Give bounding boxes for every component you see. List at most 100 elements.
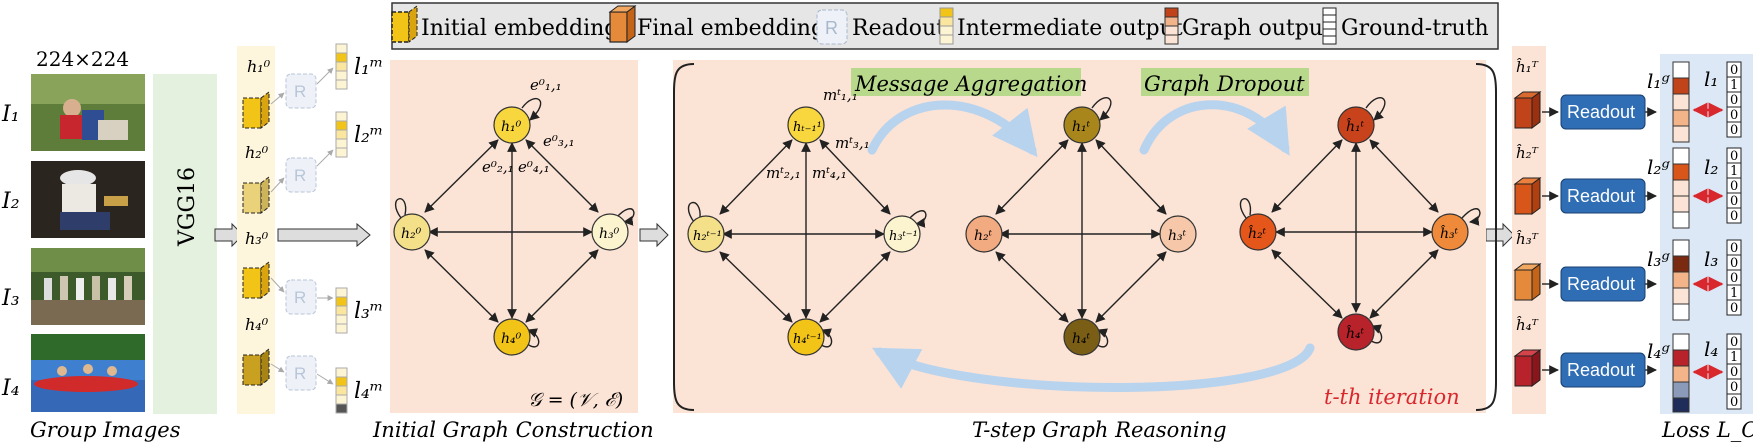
graph-output-bar-2 (1672, 147, 1690, 229)
final-label-2: ĥ₂ᵀ (1516, 144, 1539, 162)
group-images-caption: Group Images (30, 418, 181, 442)
readout-icon-2: R (270, 149, 334, 193)
ground-truth-value: 0 (1730, 380, 1738, 395)
ground-truth-value: 0 (1730, 194, 1738, 209)
image-label-4: I₄ (1, 376, 20, 401)
intermediate-output-label-1: l₁ᵐ (354, 55, 383, 80)
ground-truth-value: 0 (1730, 108, 1738, 123)
intermediate-output-icon (939, 7, 954, 45)
final-embedding-icon (608, 5, 637, 43)
graph2-node-label-4: h₄ᵗ (1072, 331, 1091, 347)
graph-dropout-label: Graph Dropout (1144, 72, 1305, 96)
initial-graph-edges (394, 97, 635, 348)
ground-truth-value: 0 (1730, 241, 1738, 256)
readout-icon-4: R (270, 355, 334, 391)
graph3-node-label-3: ĥ₃ᵗ (1440, 224, 1459, 242)
edge-label-e41: e⁰₄,₁ (518, 158, 550, 176)
initial-node-1 (493, 106, 531, 144)
ground-truth-value: 0 (1730, 123, 1738, 138)
readout-icon-1: R (270, 67, 334, 109)
graph2-node-label-3: h₃ᵗ (1168, 228, 1187, 244)
initial-graph-caption: Initial Graph Construction (372, 418, 654, 442)
readout-box-2 (1560, 178, 1646, 214)
graph3-node-label-1: ĥ₁ᵗ (1346, 117, 1365, 135)
graph-output-bar-1 (1672, 61, 1690, 143)
final-embedding-1 (1513, 91, 1542, 129)
ground-truth-value: 0 (1730, 335, 1738, 350)
initial-node-label-3: h₃⁰ (599, 226, 620, 242)
graph1-node-label-3: h₃ᵗ⁻¹ (889, 229, 918, 244)
graph1-node-3 (883, 215, 921, 253)
message-label-m21: mᵗ₂,₁ (766, 164, 801, 182)
intermediate-output-label-3: l₃ᵐ (354, 299, 383, 324)
group-image-4 (31, 334, 145, 412)
graph-output-bar-4 (1672, 333, 1690, 413)
graph2-node-label-2: h₂ᵗ (974, 228, 993, 244)
graph-t-edges (995, 97, 1167, 348)
ground-truth-value: 0 (1730, 365, 1738, 380)
initial-node-2 (393, 213, 431, 251)
ground-truth-value: 0 (1730, 301, 1738, 316)
svg-text:R: R (294, 364, 306, 383)
edge-label-e21: e⁰₂,₁ (482, 158, 514, 176)
graph-t-hat-edges (1239, 97, 1481, 344)
final-embeddings (1513, 91, 1542, 387)
readout-connectors (1542, 107, 1657, 375)
graph-t-hat-nodes (1239, 106, 1469, 351)
group-image-2 (31, 161, 145, 238)
ground-truth-value: 1 (1730, 164, 1738, 179)
graph3-node-1 (1337, 106, 1375, 144)
ground-truth-label-1: l₁ (1704, 67, 1718, 91)
graph1-node-label-2: h₂ᵗ⁻¹ (693, 229, 722, 244)
flow-curves (867, 100, 1315, 392)
initial-embedding-1 (242, 91, 270, 129)
final-embedding-2 (1513, 177, 1542, 215)
svg-text:R: R (294, 166, 306, 185)
graph-output-bars (1672, 61, 1690, 413)
initial-embedding-3 (242, 261, 270, 299)
loss-arrows (1692, 102, 1724, 380)
ground-truth-icon (1322, 7, 1337, 45)
graph3-node-label-2: ĥ₂ᵗ (1248, 224, 1267, 242)
readout-text-1: Readout (1567, 102, 1635, 122)
graph1-node-2 (687, 215, 725, 253)
initial-label-2: h₂⁰ (245, 143, 269, 162)
ground-truth-label-3: l₃ (1704, 247, 1718, 271)
graph1-node-4 (787, 318, 825, 356)
image-label-1: I₁ (1, 102, 20, 127)
initial-embeddings (242, 91, 270, 386)
graph3-node-4 (1337, 313, 1375, 351)
intermediate-output-bar-1 (335, 43, 348, 90)
graph2-node-4 (1063, 318, 1101, 356)
legend-intermediate-output: Intermediate output (957, 16, 1183, 41)
ground-truth-value: 0 (1730, 93, 1738, 108)
ground-truth-cell (1726, 299, 1742, 316)
graph-output-label-1: l₁ᵍ (1647, 69, 1670, 93)
readout-box-3 (1560, 266, 1646, 302)
initial-embedding-4 (242, 348, 270, 386)
intermediate-output-bar-3 (335, 287, 348, 334)
graph-output-label-3: l₃ᵍ (1647, 247, 1670, 271)
intermediate-readouts: R R R R (270, 43, 348, 414)
initial-label-1: h₁⁰ (247, 57, 271, 76)
graph-output-bar-3 (1672, 239, 1690, 321)
ground-truth-value: 0 (1730, 256, 1738, 271)
initial-label-3: h₃⁰ (245, 229, 269, 248)
ground-truth-value: 0 (1730, 209, 1738, 224)
image-label-2: I₂ (1, 189, 20, 214)
initial-embedding-2 (242, 176, 270, 214)
reasoning-caption: T-step Graph Reasoning (972, 418, 1227, 442)
graph-formula: 𝒢 = (𝒱, ℰ) (528, 389, 623, 411)
ground-truth-value: 1 (1730, 78, 1738, 93)
readout-text-2: Readout (1567, 186, 1635, 206)
edge-label-e11: e⁰₁,₁ (530, 76, 562, 94)
ground-truth-value: 1 (1730, 350, 1738, 365)
left-bracket (673, 63, 695, 411)
final-label-1: ĥ₁ᵀ (1516, 58, 1539, 76)
graph-output-label-4: l₄ᵍ (1647, 339, 1670, 363)
